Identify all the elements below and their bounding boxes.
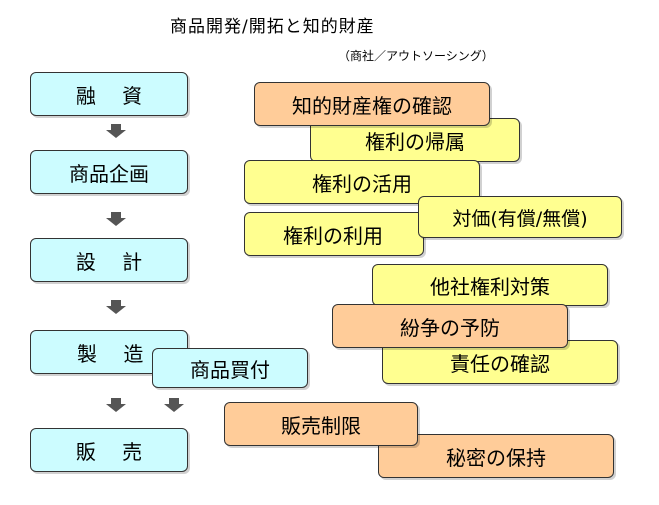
flow-arrow-icon (106, 300, 126, 314)
step-design: 設 計 (30, 238, 188, 282)
diagram-subtitle: （商社／アウトソーシング） (338, 49, 494, 63)
step-financing: 融 資 (30, 72, 188, 116)
step-sales: 販 売 (30, 428, 188, 472)
ip-sales-restriction: 販売制限 (224, 402, 418, 446)
step-product-planning: 商品企画 (30, 150, 188, 194)
flow-arrow-icon (106, 398, 126, 412)
flow-arrow-icon (164, 398, 184, 412)
flow-arrow-icon (106, 124, 126, 138)
diagram-title: 商品開発/開拓と知的財産 (170, 17, 375, 37)
ip-other-company-rights: 他社権利対策 (372, 264, 608, 306)
flow-arrow-icon (106, 212, 126, 226)
step-product-purchase: 商品買付 (152, 348, 308, 388)
ip-confirm-ip-rights: 知的財産権の確認 (254, 82, 490, 126)
ip-rights-use: 権利の利用 (244, 212, 424, 256)
ip-dispute-prevention: 紛争の予防 (332, 304, 568, 348)
ip-compensation: 対価(有償/無償) (418, 196, 622, 238)
